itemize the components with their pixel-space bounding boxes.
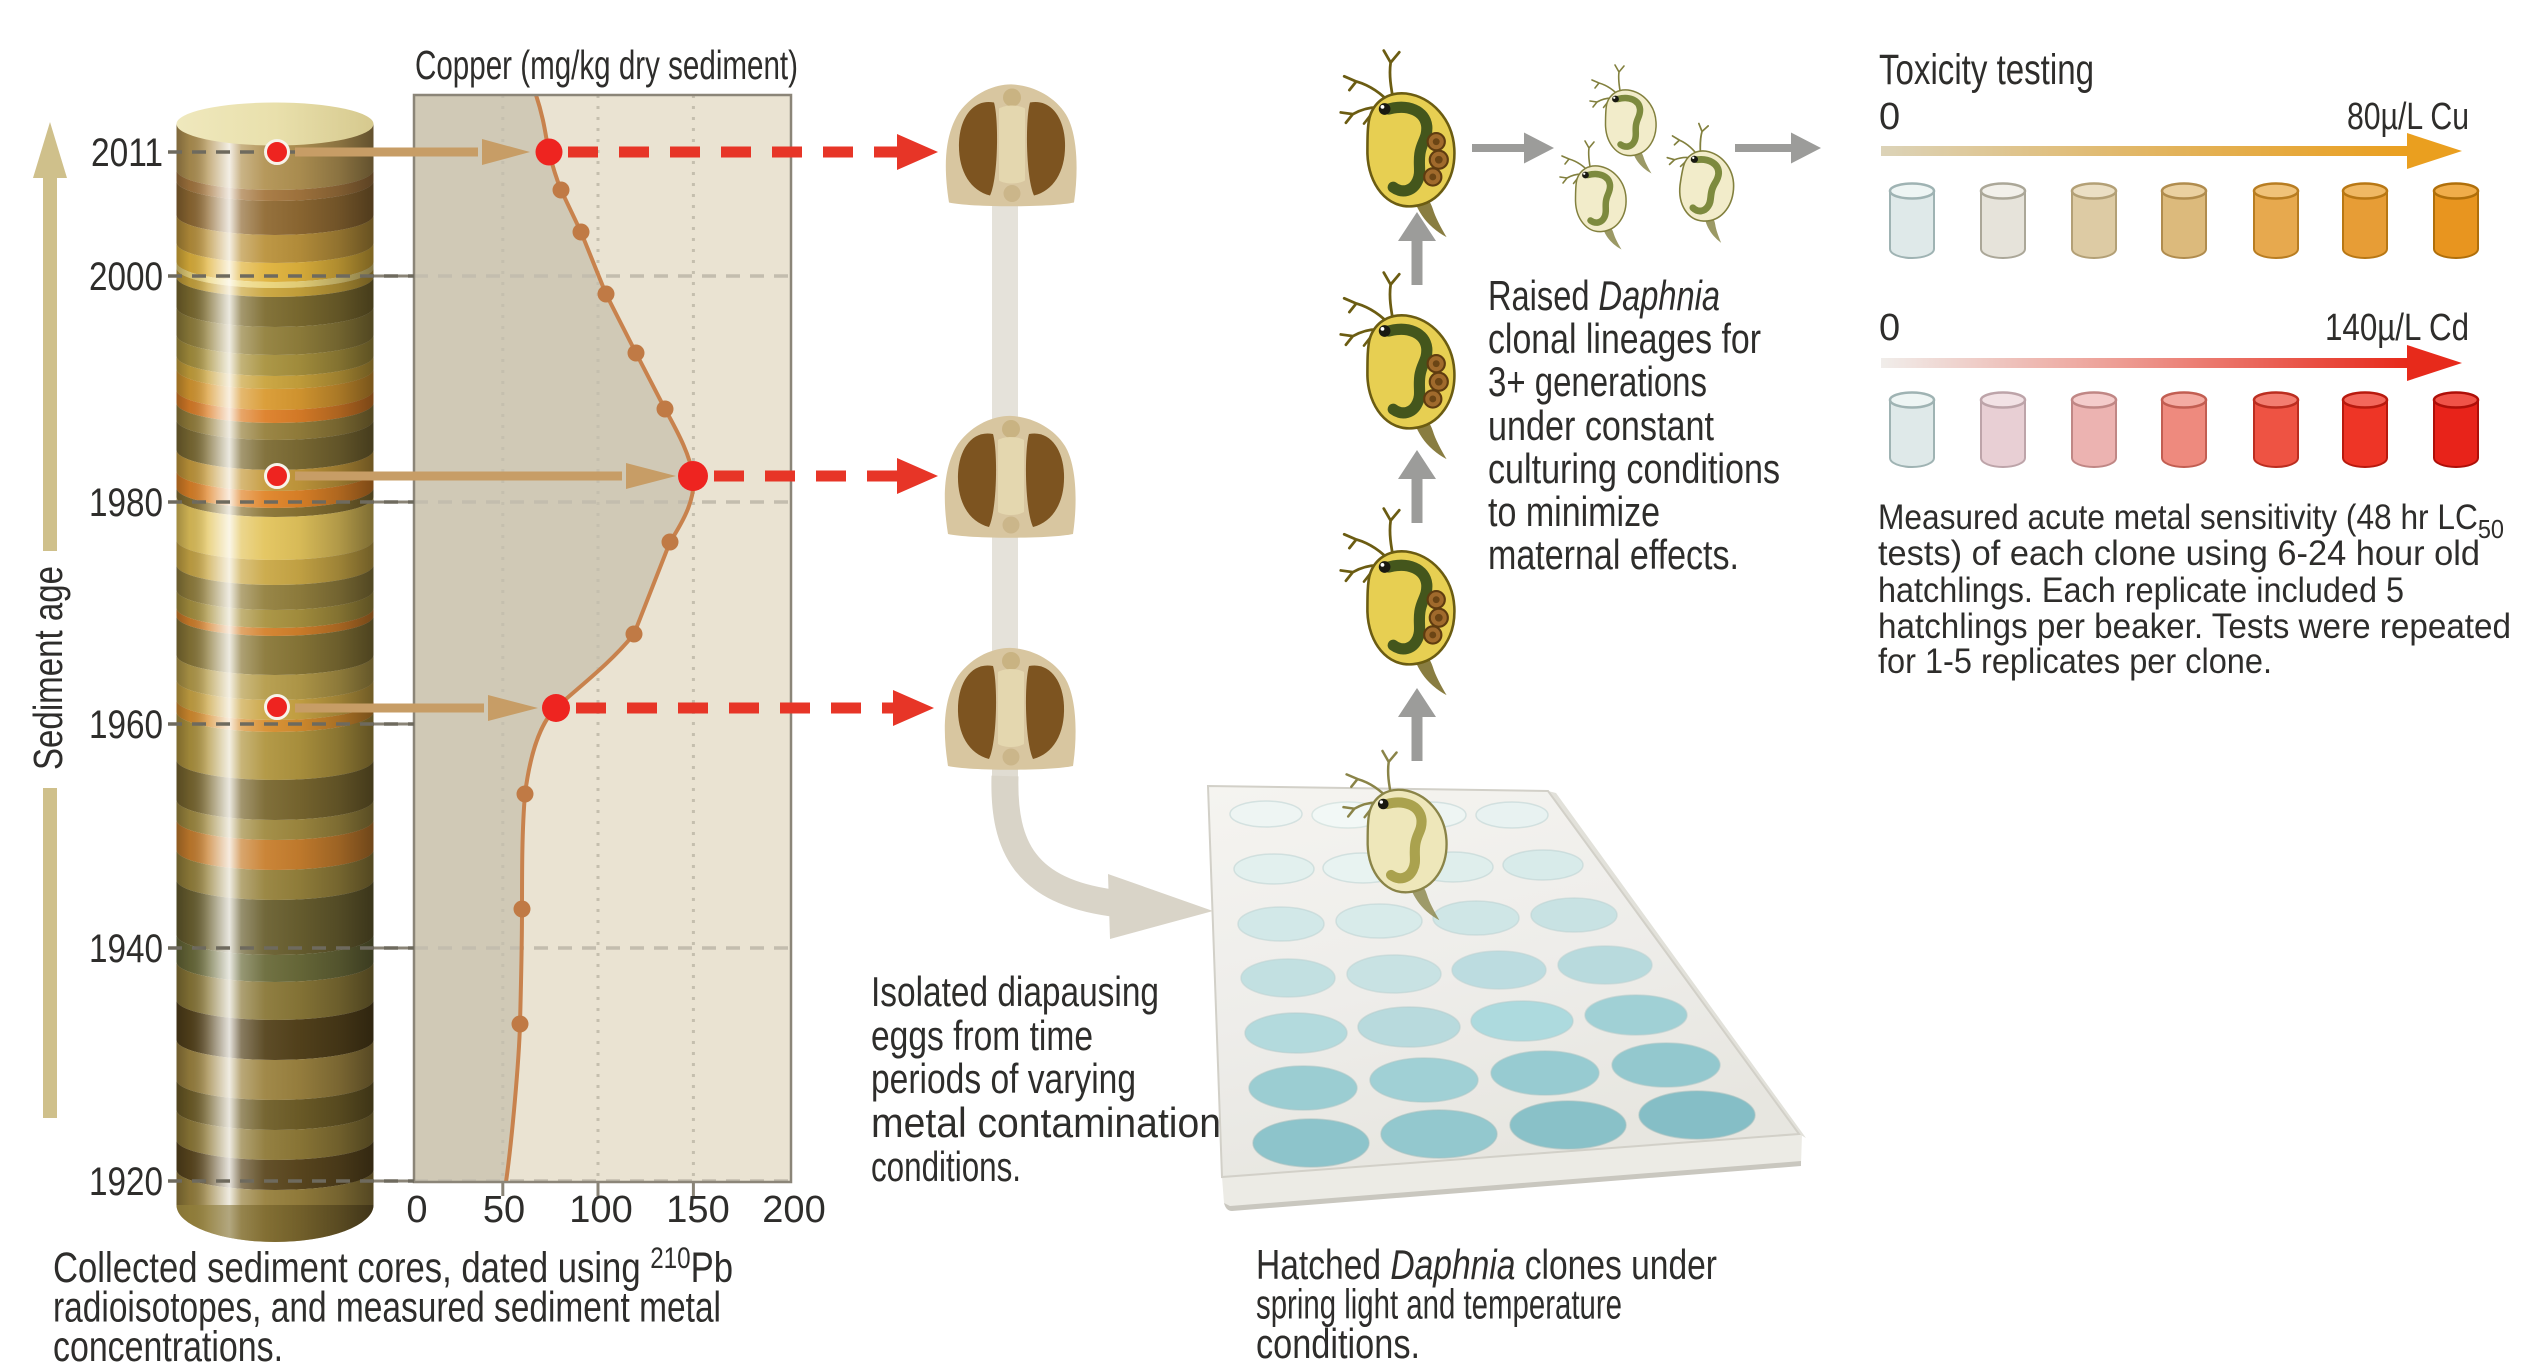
svg-text:2011: 2011 [91, 131, 163, 175]
svg-text:50: 50 [483, 1189, 525, 1231]
svg-text:80µ/L Cu: 80µ/L Cu [2347, 96, 2469, 138]
svg-text:1960: 1960 [89, 703, 163, 747]
svg-text:radioisotopes, and measured se: radioisotopes, and measured sediment met… [53, 1284, 721, 1332]
svg-text:Sediment age: Sediment age [25, 566, 71, 770]
svg-text:Isolated diapausing: Isolated diapausing [871, 968, 1159, 1015]
svg-text:tests) of each clone using 6-2: tests) of each clone using 6-24 hour old [1878, 534, 2480, 573]
svg-text:100: 100 [569, 1189, 632, 1231]
svg-text:Measured acute metal sensitivi: Measured acute metal sensitivity (48 hr … [1878, 498, 2504, 544]
svg-text:150: 150 [666, 1189, 729, 1231]
svg-text:140µ/L Cd: 140µ/L Cd [2325, 307, 2469, 349]
svg-text:Collected sediment cores, date: Collected sediment cores, dated using 21… [53, 1242, 733, 1292]
svg-text:Toxicity testing: Toxicity testing [1879, 46, 2094, 94]
svg-text:spring light and temperature: spring light and temperature [1256, 1281, 1622, 1328]
svg-text:Raised Daphnia: Raised Daphnia [1488, 272, 1720, 319]
svg-text:Hatched Daphnia clones under: Hatched Daphnia clones under [1256, 1241, 1717, 1288]
svg-text:for 1-5 replicates per clone.: for 1-5 replicates per clone. [1878, 642, 2272, 681]
svg-text:conditions.: conditions. [871, 1143, 1021, 1190]
svg-text:1920: 1920 [89, 1160, 163, 1204]
svg-text:to minimize: to minimize [1488, 488, 1660, 535]
svg-text:under constant: under constant [1488, 402, 1714, 449]
svg-text:1940: 1940 [89, 927, 163, 971]
svg-text:culturing conditions: culturing conditions [1488, 445, 1780, 492]
svg-text:0: 0 [406, 1189, 427, 1231]
svg-text:hatchlings per beaker. Tests w: hatchlings per beaker. Tests were repeat… [1878, 607, 2511, 646]
svg-text:clonal lineages for: clonal lineages for [1488, 315, 1761, 362]
svg-text:3+ generations: 3+ generations [1488, 358, 1707, 405]
svg-text:hatchlings. Each replicate inc: hatchlings. Each replicate included 5 [1878, 571, 2404, 610]
svg-text:Copper (mg/kg dry sediment): Copper (mg/kg dry sediment) [415, 42, 798, 88]
svg-text:periods of varying: periods of varying [871, 1055, 1136, 1102]
svg-text:1980: 1980 [89, 481, 163, 525]
svg-text:metal contamination: metal contamination [871, 1099, 1221, 1146]
svg-text:200: 200 [762, 1189, 825, 1231]
svg-text:conditions.: conditions. [1256, 1320, 1420, 1367]
svg-text:concentrations.: concentrations. [53, 1323, 283, 1369]
svg-text:maternal effects.: maternal effects. [1488, 531, 1739, 578]
svg-text:0: 0 [1879, 307, 1900, 349]
svg-text:eggs from time: eggs from time [871, 1012, 1093, 1059]
svg-text:0: 0 [1879, 96, 1900, 138]
svg-text:2000: 2000 [89, 255, 163, 299]
